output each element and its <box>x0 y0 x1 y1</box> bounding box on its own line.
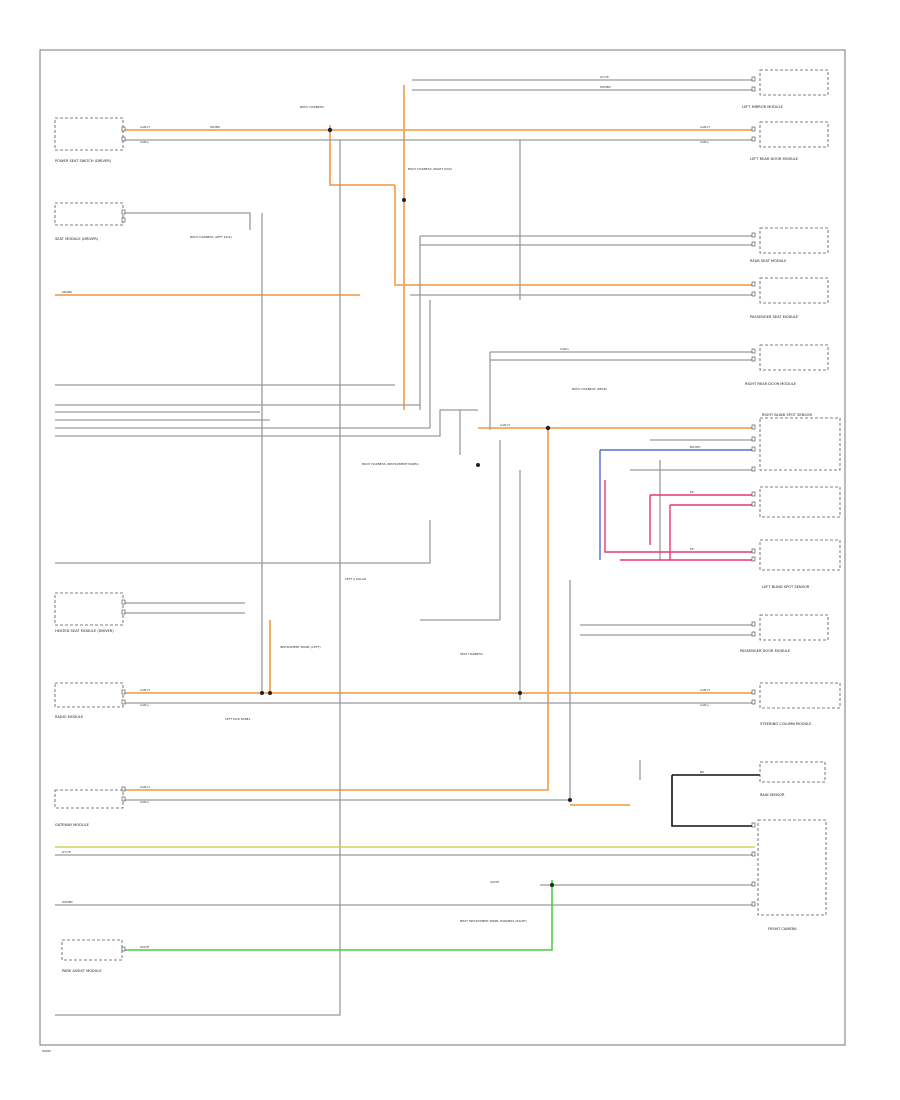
wire-code-canh-2: CAN-H <box>700 125 710 129</box>
wire-code-canh-3: CAN-H <box>140 688 150 692</box>
splice-points <box>260 127 572 887</box>
can-low-wires <box>55 79 755 1016</box>
wire-code-canl-1: CAN-L <box>140 140 149 144</box>
splice-label-1: BODY HARNESS <box>300 105 324 109</box>
rear-seat-module-box <box>759 227 829 254</box>
rear-seat-module-label: REAR SEAT MODULE <box>750 259 787 263</box>
wire-code-gn-2: GN/YE <box>490 880 499 884</box>
wire-code-wh-2: WH/BN <box>62 900 73 904</box>
radio-module-box <box>54 682 124 708</box>
right-rear-door-module-box <box>759 344 829 371</box>
heated-seat-module-label: HEATED SEAT MODULE (DRIVER) <box>55 629 114 633</box>
wire-code-canl-5: CAN-L <box>560 347 569 351</box>
splice-label-10: NEXT INSTRUMENT PANEL HARNESS (RIGHT) <box>460 919 527 923</box>
wire-code-gy-2: GY/YE <box>62 850 71 854</box>
left-rear-door-module-box <box>759 121 829 148</box>
wire-code-gy-1: GY/YE <box>600 75 609 79</box>
wire-code-canl-6: CAN-L <box>140 800 149 804</box>
rain-sensor-label: RAIN SENSOR <box>760 793 785 797</box>
front-camera-box <box>757 819 827 916</box>
wire-code-bu-1: BU/WH <box>690 445 701 449</box>
radio-module-label: RADIO MODULE <box>55 715 84 719</box>
wire-code-canl-3: CAN-L <box>140 703 149 707</box>
wire-code-canh-5: CAN-H <box>500 423 510 427</box>
right-rear-door-module-label: RIGHT REAR DOOR MODULE <box>745 382 797 386</box>
front-camera-label: FRONT CAMERA <box>768 927 797 931</box>
splice-label-5: BODY HARNESS (REAR) <box>572 387 607 391</box>
left-blind-spot-sensor-box <box>759 486 841 518</box>
gateway-module-box <box>54 789 124 809</box>
parktronic-module-box <box>61 939 123 961</box>
heated-seat-module-box <box>54 592 124 626</box>
wire-code-wh-1: WH/BN <box>600 85 611 89</box>
wire-code-orn-1: OR/BN <box>210 125 220 129</box>
splice-labels: BODY HARNESS BODY HARNESS (LEFT KICK) BO… <box>190 105 607 923</box>
right-components: LEFT MIRROR MODULE LEFT REAR DOOR MODULE… <box>740 69 841 931</box>
rain-sensor-box <box>759 761 826 783</box>
parktronic-module-label: PARK ASSIST MODULE <box>62 969 102 973</box>
splice-label-2: BODY HARNESS (LEFT KICK) <box>190 235 232 239</box>
left-mirror-module-label: LEFT MIRROR MODULE <box>742 105 784 109</box>
splice-label-3: BODY HARNESS (RIGHT KICK) <box>408 167 452 171</box>
wire-code-pk-1: PK <box>690 490 695 494</box>
wire-code-canl-4: CAN-L <box>700 703 709 707</box>
splice-label-4: BODY HARNESS (INSTRUMENT PANEL) <box>362 462 419 466</box>
wire-code-gn-1: GN/YE <box>140 945 149 949</box>
footer-code: WWW <box>42 1049 51 1053</box>
left-rear-door-module-label: LEFT REAR DOOR MODULE <box>750 157 799 161</box>
left-blind-spot-sensor-box-2 <box>759 539 841 571</box>
seat-module-driver-label: SEAT MODULE (DRIVER) <box>55 237 99 241</box>
passenger-seat-module-box <box>759 277 829 304</box>
wire-code-labels: CAN-H CAN-L OR/BN CAN-H CAN-L GY/YE WH/B… <box>62 75 710 949</box>
splice-label-7: INSTRUMENT PANEL (LEFT) <box>280 645 321 649</box>
steering-column-module-box <box>759 682 841 709</box>
right-blind-spot-sensor-box <box>759 417 841 471</box>
sensor-wires <box>55 449 760 951</box>
wire-code-canl-2: CAN-L <box>700 140 709 144</box>
steering-column-module-label: STEERING COLUMN MODULE <box>760 722 812 726</box>
right-blind-spot-sensor-label: RIGHT BLIND SPOT SENSOR <box>762 413 812 417</box>
passenger-door-module-box <box>759 614 829 641</box>
left-mirror-module-box <box>759 69 829 96</box>
splice-label-9: SEAT HARNESS <box>460 652 483 656</box>
splice-label-8: LEFT KICK PANEL <box>225 717 251 721</box>
left-blind-spot-sensor-label: LEFT BLIND SPOT SENSOR <box>762 585 810 589</box>
wire-code-canh-1: CAN-H <box>140 125 150 129</box>
left-components: POWER SEAT SWITCH (DRIVER) SEAT MODULE (… <box>54 117 124 973</box>
wire-code-canh-4: CAN-H <box>700 688 710 692</box>
wire-code-orn-2: OR/BN <box>62 290 72 294</box>
seat-module-driver-box <box>54 202 124 226</box>
splice-label-6: LEFT A PILLAR <box>345 577 366 581</box>
connector-pins <box>121 76 756 952</box>
can-high-wires <box>55 85 755 806</box>
wire-code-canh-6: CAN-H <box>140 785 150 789</box>
diagram-frame <box>39 49 846 1046</box>
power-seat-switch-box <box>54 117 124 151</box>
passenger-door-module-label: PASSENGER DOOR MODULE <box>740 649 791 653</box>
gateway-module-label: GATEWAY MODULE <box>55 823 90 827</box>
passenger-seat-module-label: PASSENGER SEAT MODULE <box>750 315 799 319</box>
power-seat-switch-label: POWER SEAT SWITCH (DRIVER) <box>55 159 112 163</box>
wire-code-bk-1: BK <box>700 770 705 774</box>
wire-code-pk-2: PK <box>690 547 695 551</box>
